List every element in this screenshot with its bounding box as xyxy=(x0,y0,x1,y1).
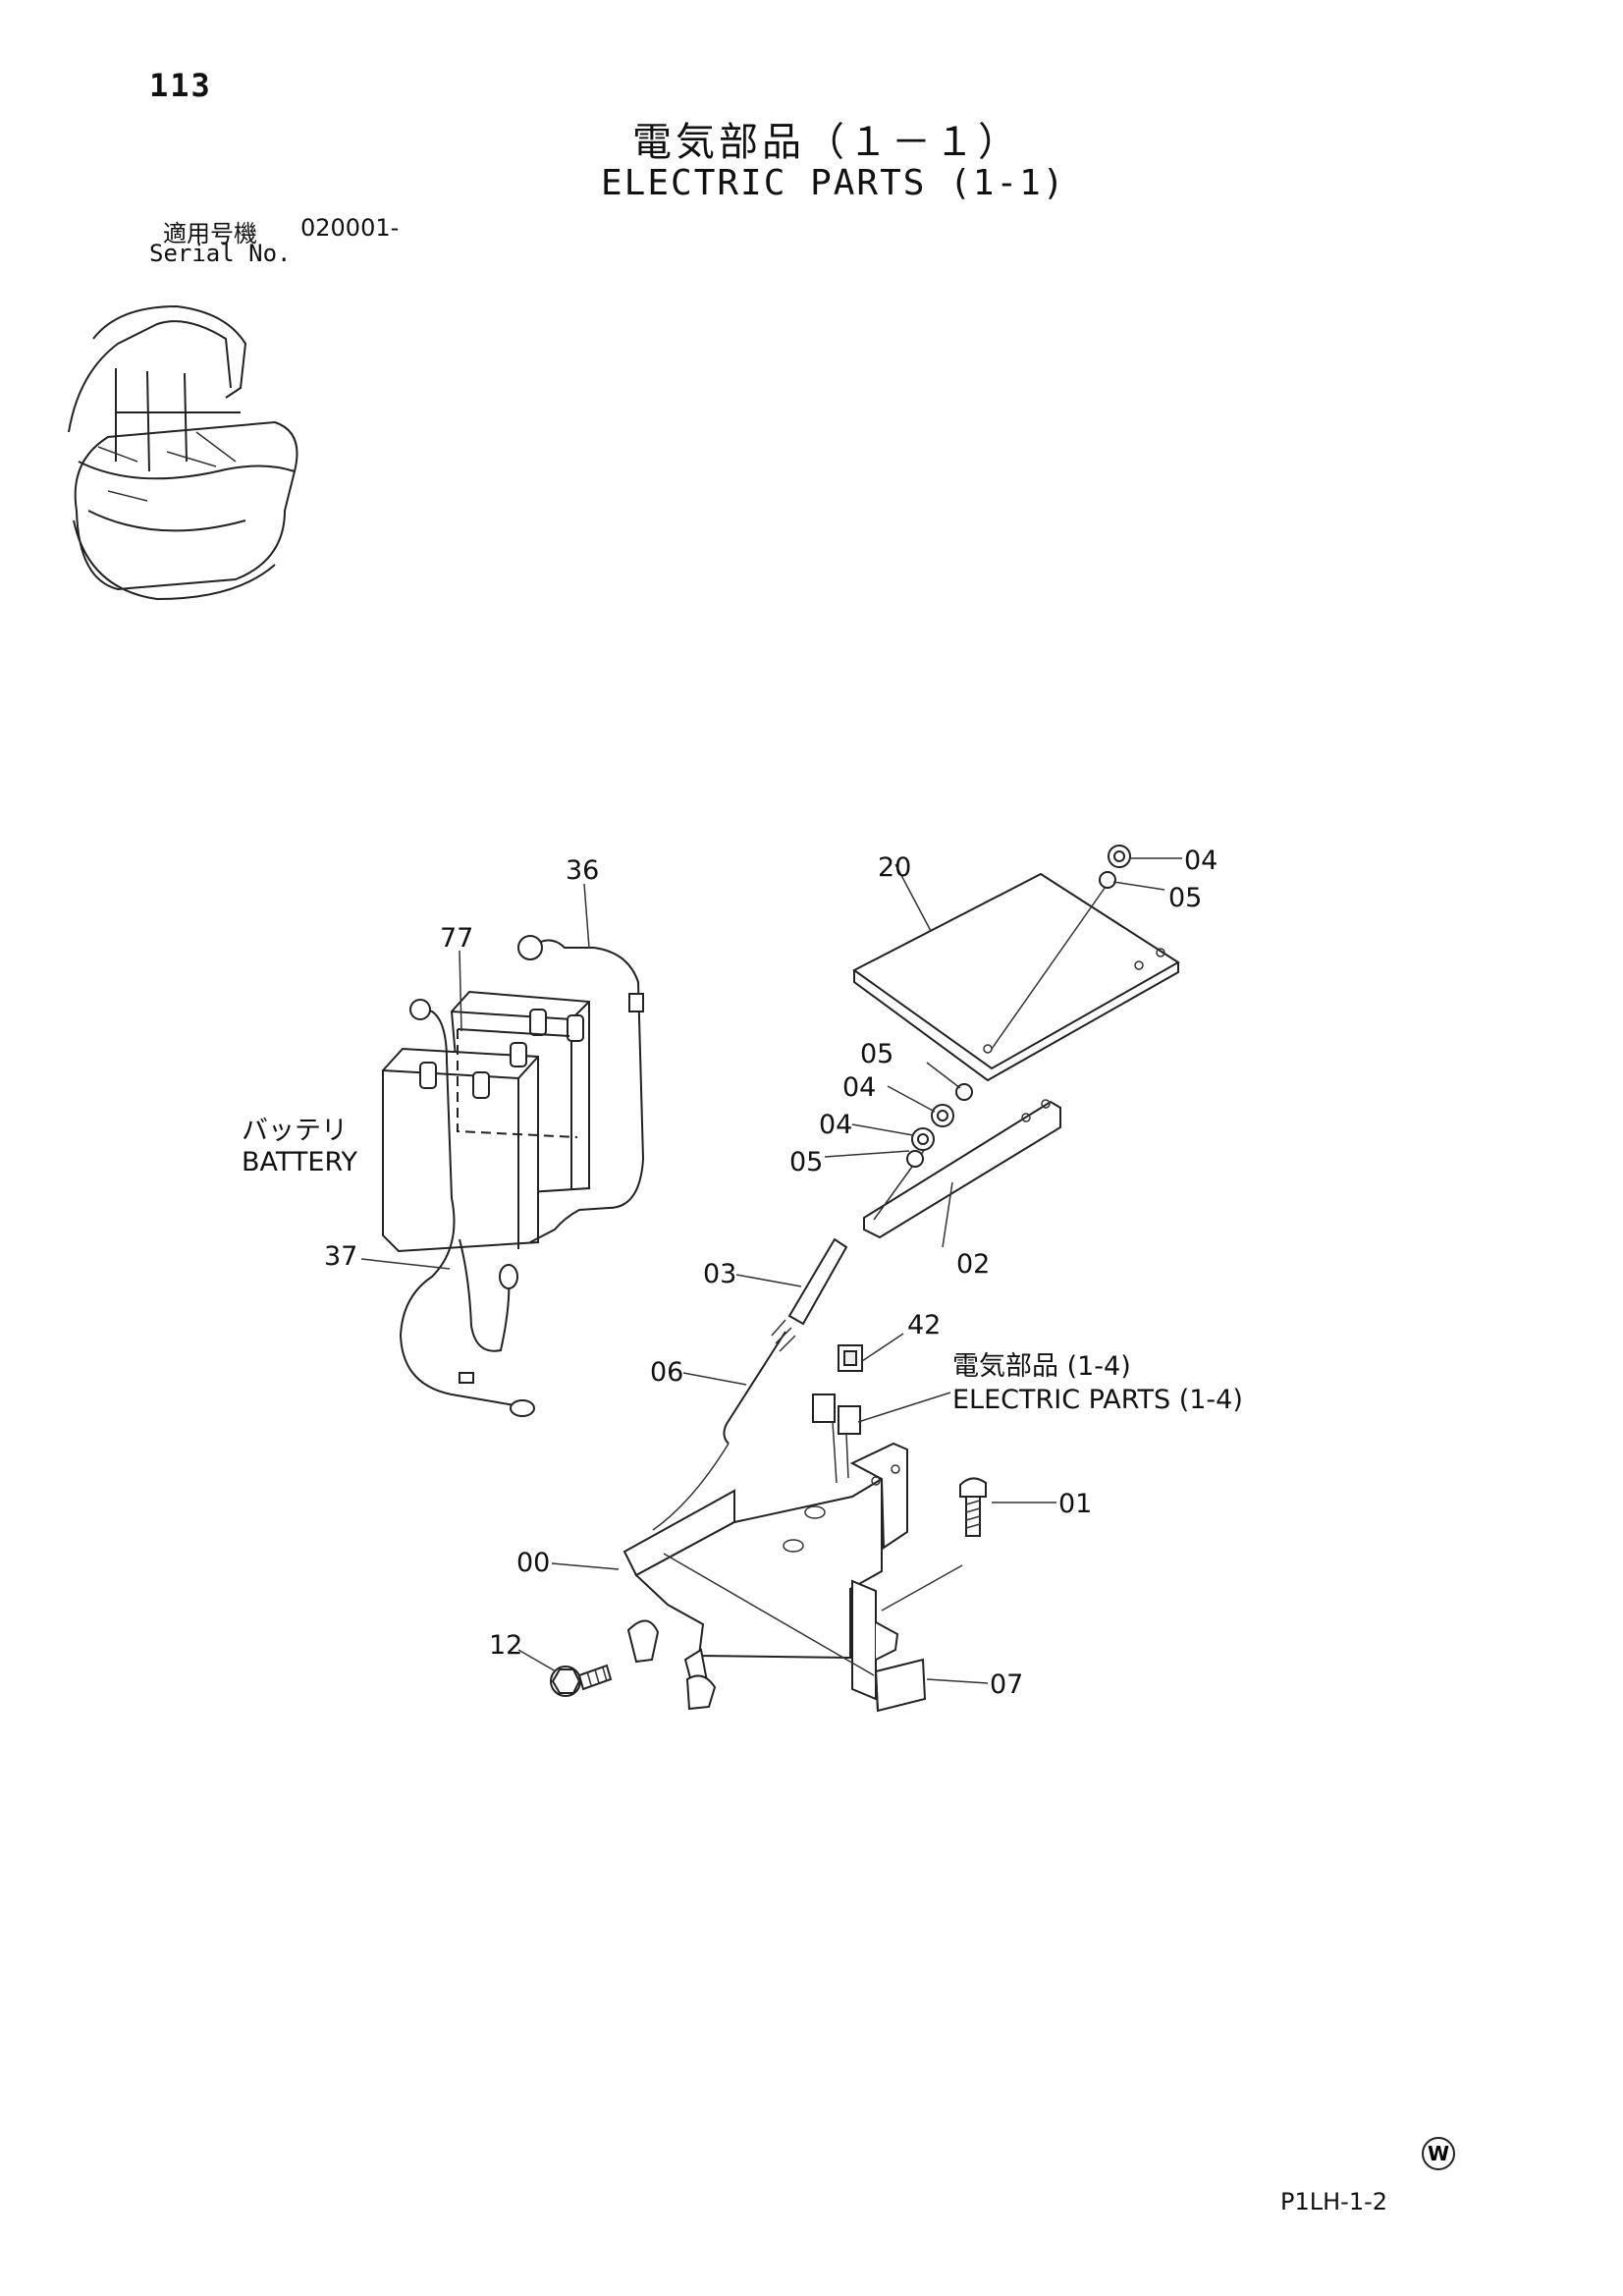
bracket-02 xyxy=(863,1099,1061,1239)
cover-plate-20 xyxy=(852,872,1180,1082)
leader-lines xyxy=(360,857,1182,1684)
callout-04-a: 04 xyxy=(842,1072,876,1103)
callout-12: 12 xyxy=(489,1630,522,1661)
page-title-en: ELECTRIC PARTS (1-1) xyxy=(601,163,1066,203)
base-bracket-00 xyxy=(622,1442,977,1711)
pad-07 xyxy=(874,1658,927,1713)
callout-01: 01 xyxy=(1058,1489,1092,1519)
serial-value: 020001- xyxy=(300,214,400,242)
drawing-code: P1LH-1-2 xyxy=(1280,2188,1388,2215)
connector-42 xyxy=(812,1344,863,1484)
callout-37: 37 xyxy=(324,1241,357,1272)
bolt-12 xyxy=(550,1664,613,1697)
callout-36: 36 xyxy=(566,855,599,886)
callout-77: 77 xyxy=(440,923,473,954)
w-mark: W xyxy=(1422,2137,1455,2170)
callout-labels: 36 77 37 20 04 05 05 04 04 05 02 03 42 0… xyxy=(324,846,1217,1700)
serial-label-en: Serial No. xyxy=(149,240,292,267)
page-number: 113 xyxy=(149,67,212,104)
callout-05-top: 05 xyxy=(1168,883,1202,913)
battery-label-jp: バッテリ xyxy=(242,1116,348,1146)
callout-05-b: 05 xyxy=(789,1147,823,1177)
callout-42: 42 xyxy=(907,1310,941,1340)
callout-20: 20 xyxy=(878,852,911,883)
reference-label-en: ELECTRIC PARTS (1-4) xyxy=(952,1385,1243,1415)
serial-label-jp: 適用号機 xyxy=(163,220,257,247)
callout-05-a: 05 xyxy=(860,1039,893,1069)
hardware-nuts-washers xyxy=(906,845,1131,1168)
callout-04-top: 04 xyxy=(1184,846,1217,876)
callout-07: 07 xyxy=(990,1669,1023,1700)
battery-label-en: BATTERY xyxy=(242,1147,358,1177)
callout-00: 00 xyxy=(516,1548,550,1578)
callout-03: 03 xyxy=(703,1259,736,1289)
callout-06: 06 xyxy=(650,1357,683,1388)
callout-04-b: 04 xyxy=(819,1110,852,1140)
rod-03-06 xyxy=(652,1237,848,1531)
callout-02: 02 xyxy=(956,1249,990,1280)
page-title-jp: 電気部品（１－１） xyxy=(632,120,1021,165)
machine-location-thumbnail xyxy=(68,304,298,601)
battery-assembly xyxy=(382,935,645,1417)
reference-label-jp: 電気部品 (1-4) xyxy=(952,1351,1131,1382)
bolt-01 xyxy=(959,1477,987,1537)
